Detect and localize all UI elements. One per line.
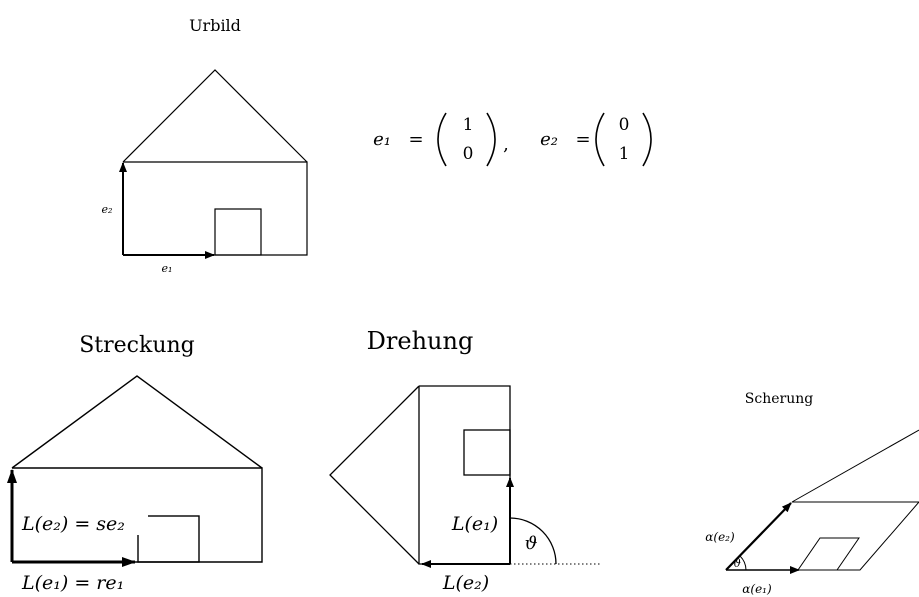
urbild-title: Urbild <box>189 16 241 35</box>
drehung-label-e1-bg <box>448 507 503 535</box>
e2-bottom: 1 <box>619 144 630 164</box>
basis-separator: , <box>503 134 509 155</box>
scherung-roof <box>791 429 919 503</box>
e2-name: e₂ <box>540 129 558 150</box>
urbild-e2-label: e₂ <box>102 203 113 216</box>
e1-equals: = <box>408 129 423 150</box>
e2-right-paren <box>642 112 652 167</box>
scherung-title: Scherung <box>745 391 813 407</box>
e1-bottom: 0 <box>463 144 474 164</box>
streckung-title: Streckung <box>79 333 195 358</box>
streckung-label-e2-bg <box>20 507 148 535</box>
urbild-roof <box>122 69 308 163</box>
urbild-door <box>214 208 262 256</box>
scherung-door <box>797 537 860 571</box>
scherung-angle-arc <box>739 555 747 571</box>
scherung-house <box>726 429 919 571</box>
streckung-walls <box>12 467 263 563</box>
urbild-e1-label: e₁ <box>162 262 173 275</box>
scherung-base <box>726 501 919 571</box>
e1-left-paren <box>437 112 447 167</box>
scherung-e2-arrow <box>725 502 792 571</box>
scherung-label-e2: α(e₂) <box>705 530 735 544</box>
drehung-door <box>463 429 511 476</box>
scherung-label-e1: α(e₁) <box>742 582 772 596</box>
streckung-door <box>137 515 200 563</box>
urbild-house <box>122 69 308 256</box>
drehung-house <box>329 385 511 565</box>
e2-equals: = <box>575 129 590 150</box>
drehung-angle-arc <box>509 517 557 565</box>
drehung-title: Drehung <box>367 327 474 355</box>
drehung-label-e2: L(e₂) <box>442 572 489 594</box>
e1-right-paren <box>486 112 496 167</box>
drehung-label-e1: L(e₁) <box>451 513 498 535</box>
drehung-roof <box>329 385 420 565</box>
e2-left-paren <box>595 112 605 167</box>
e1-name: e₁ <box>373 129 391 150</box>
scherung-angle-label: ϑ <box>733 557 741 570</box>
basis-formula: e₁ = 1 0 , e₂ = 0 1 <box>373 112 652 167</box>
drehung-angle-label: ϑ <box>525 533 538 554</box>
streckung-label-e2: L(e₂) = se₂ <box>21 513 125 535</box>
e1-top: 1 <box>463 115 474 135</box>
streckung-roof <box>11 375 263 469</box>
e2-top: 0 <box>619 115 630 135</box>
streckung-house <box>11 375 263 563</box>
streckung-label-e1: L(e₁) = re₁ <box>21 572 124 594</box>
